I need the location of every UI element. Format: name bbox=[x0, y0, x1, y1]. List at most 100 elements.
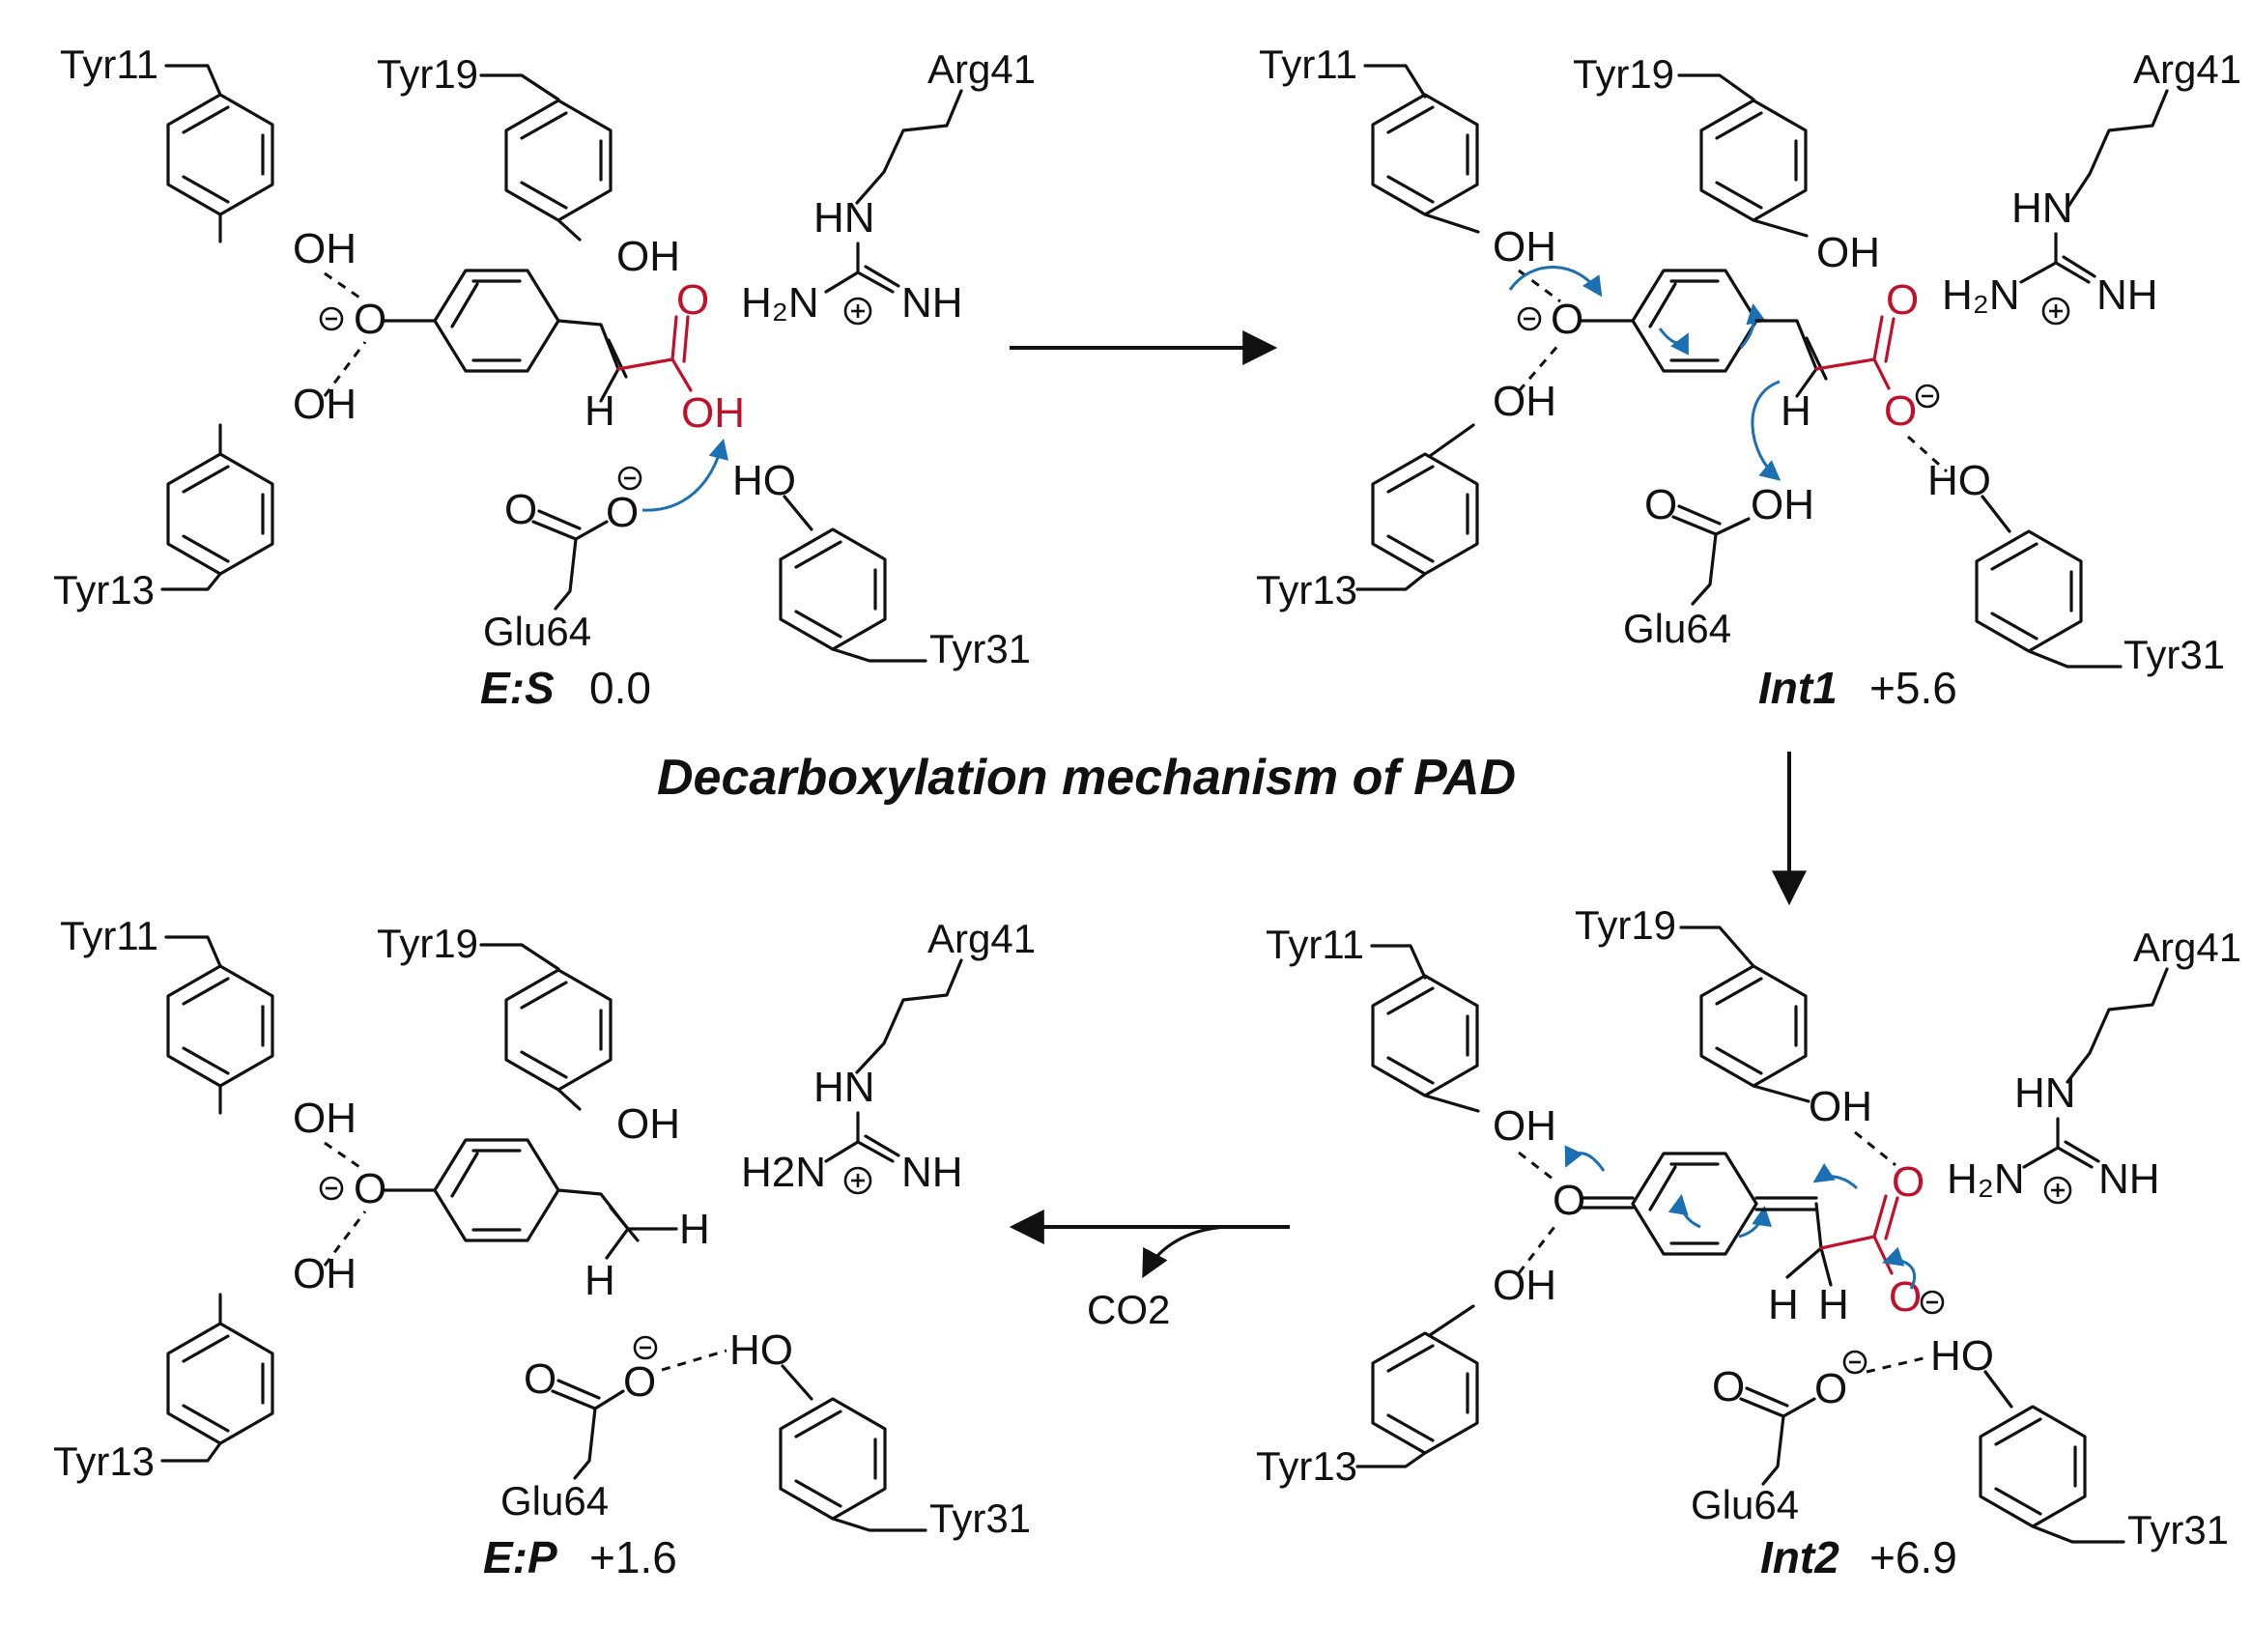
negative-charge-icon bbox=[319, 1176, 344, 1201]
tyr13-oh: OH bbox=[1493, 1262, 1556, 1309]
curly-arrow-proton-transfer bbox=[641, 438, 729, 512]
arg41-h2n: H₂N bbox=[741, 279, 819, 327]
positive-charge-icon bbox=[843, 297, 872, 326]
arg41-nh: NH bbox=[2098, 1155, 2160, 1203]
arg41-label: Arg41 bbox=[927, 46, 1036, 92]
negative-charge-icon bbox=[1920, 1290, 1945, 1315]
glu64-label: Glu64 bbox=[483, 609, 591, 654]
tyr11-oh: OH bbox=[1493, 1102, 1556, 1150]
glu64-carbonyl-o: O bbox=[504, 486, 537, 533]
tyr19-oh: OH bbox=[616, 233, 680, 280]
arg41-h2n: H₂N bbox=[1947, 1155, 2025, 1203]
arg41-h2n: H2N bbox=[741, 1149, 826, 1196]
tyr31-label: Tyr31 bbox=[929, 626, 1031, 671]
curly-arrow bbox=[1882, 1246, 1917, 1290]
glu64-label: Glu64 bbox=[1691, 1482, 1799, 1527]
tyr19-label: Tyr19 bbox=[377, 51, 478, 97]
arg41-nh: NH bbox=[2096, 271, 2158, 319]
curly-arrow bbox=[1564, 1145, 1606, 1172]
int1-phenolate-o: O bbox=[1551, 296, 1583, 343]
curly-arrow-protonation bbox=[1751, 380, 1782, 481]
panel-int2: Tyr11 OH O H H O O Tyr19 OH Arg41 HN H₂N… bbox=[1256, 902, 2241, 1582]
tyr13-oh: OH bbox=[293, 381, 356, 428]
tyr11-label: Tyr11 bbox=[1259, 42, 1357, 87]
negative-charge-icon bbox=[1915, 384, 1940, 409]
es-phenolate-o: O bbox=[354, 296, 386, 343]
state-energy-ep: +1.6 bbox=[589, 1532, 677, 1582]
int2-h: H bbox=[1818, 1281, 1849, 1328]
tyr31-label: Tyr31 bbox=[2127, 1507, 2229, 1552]
glu64-carboxylate-o: O bbox=[606, 489, 639, 536]
ep-vinyl-h: H bbox=[584, 1257, 615, 1304]
state-name-es: E:S bbox=[480, 663, 555, 713]
tyr19-oh: OH bbox=[1809, 1083, 1872, 1130]
glu64-label: Glu64 bbox=[1623, 606, 1731, 651]
negative-charge-icon bbox=[319, 306, 344, 331]
int2-quinone-o: O bbox=[1553, 1177, 1585, 1224]
arg41-label: Arg41 bbox=[2133, 46, 2241, 92]
arg41-hn: HN bbox=[813, 194, 875, 242]
glu64-oh: OH bbox=[1751, 481, 1814, 528]
ep-vinyl-h: H bbox=[679, 1206, 710, 1253]
state-name-ep: E:P bbox=[483, 1532, 557, 1582]
tyr13-oh: OH bbox=[293, 1250, 356, 1297]
positive-charge-icon bbox=[2041, 297, 2070, 326]
tyr31-ho: HO bbox=[1927, 457, 1991, 504]
co2-release-arrow bbox=[1142, 1225, 1229, 1279]
co2-label: CO2 bbox=[1087, 1287, 1170, 1332]
tyr31-ho: HO bbox=[1930, 1332, 1994, 1380]
tyr19-label: Tyr19 bbox=[1573, 51, 1674, 97]
state-name-int1: Int1 bbox=[1758, 663, 1838, 713]
arg41-hn: HN bbox=[2011, 185, 2073, 232]
tyr19-oh: OH bbox=[616, 1100, 680, 1148]
scheme-title: Decarboxylation mechanism of PAD bbox=[657, 750, 1516, 806]
tyr13-oh: OH bbox=[1493, 378, 1556, 425]
curly-arrow bbox=[1508, 266, 1603, 298]
tyr11-oh: OH bbox=[293, 1095, 356, 1142]
int2-carbonyl-o: O bbox=[1892, 1158, 1924, 1206]
tyr19-label: Tyr19 bbox=[1575, 902, 1676, 948]
tyr13-label: Tyr13 bbox=[53, 567, 155, 612]
es-hydroxyl-oh: OH bbox=[681, 389, 745, 437]
glu64-carbonyl-o: O bbox=[524, 1355, 556, 1403]
tyr13-label: Tyr13 bbox=[1256, 567, 1357, 612]
arg41-nh: NH bbox=[901, 279, 963, 327]
state-energy-int1: +5.6 bbox=[1869, 663, 1957, 713]
es-carbonyl-o: O bbox=[676, 276, 709, 324]
curly-arrow bbox=[1658, 328, 1689, 356]
int2-h: H bbox=[1768, 1281, 1799, 1328]
arg41-label: Arg41 bbox=[927, 916, 1036, 961]
glu64-carboxylate-o: O bbox=[623, 1358, 656, 1406]
curly-arrow bbox=[1739, 302, 1767, 349]
int1-vinyl-h: H bbox=[1781, 387, 1811, 435]
curly-arrow bbox=[1738, 1205, 1773, 1239]
glu64-label: Glu64 bbox=[500, 1478, 609, 1524]
negative-charge-icon bbox=[1842, 1350, 1867, 1375]
negative-charge-icon bbox=[1517, 306, 1542, 331]
glu64-carboxylate-o: O bbox=[1814, 1365, 1847, 1412]
tyr11-label: Tyr11 bbox=[60, 913, 158, 958]
arg41-nh: NH bbox=[901, 1149, 963, 1196]
tyr31-label: Tyr31 bbox=[2124, 632, 2225, 677]
negative-charge-icon bbox=[617, 466, 642, 491]
panel-int1: Tyr11 OH O OH Tyr13 H O O Tyr19 OH Arg41… bbox=[1256, 42, 2241, 713]
glu64-carbonyl-o: O bbox=[1712, 1363, 1745, 1410]
arg41-hn: HN bbox=[813, 1064, 875, 1111]
tyr11-oh: OH bbox=[1493, 223, 1556, 271]
state-energy-int2: +6.9 bbox=[1869, 1532, 1957, 1582]
arg41-hn: HN bbox=[2014, 1069, 2076, 1117]
tyr11-oh: OH bbox=[293, 225, 356, 272]
tyr11-label: Tyr11 bbox=[1266, 922, 1364, 967]
tyr11-label: Tyr11 bbox=[60, 42, 158, 87]
negative-charge-icon bbox=[633, 1335, 658, 1360]
tyr19-oh: OH bbox=[1816, 229, 1880, 276]
int2-carboxylate-o: O bbox=[1889, 1273, 1922, 1321]
positive-charge-icon bbox=[2043, 1176, 2072, 1205]
glu64-carbonyl-o: O bbox=[1644, 481, 1677, 528]
arg41-label: Arg41 bbox=[2133, 925, 2241, 970]
es-vinyl-h: H bbox=[584, 387, 615, 435]
tyr19-label: Tyr19 bbox=[377, 921, 478, 966]
curly-arrow bbox=[1668, 1193, 1701, 1229]
panel-es: Tyr11 OH O OH Tyr13 H O OH Tyr19 OH Arg4… bbox=[53, 42, 1036, 713]
